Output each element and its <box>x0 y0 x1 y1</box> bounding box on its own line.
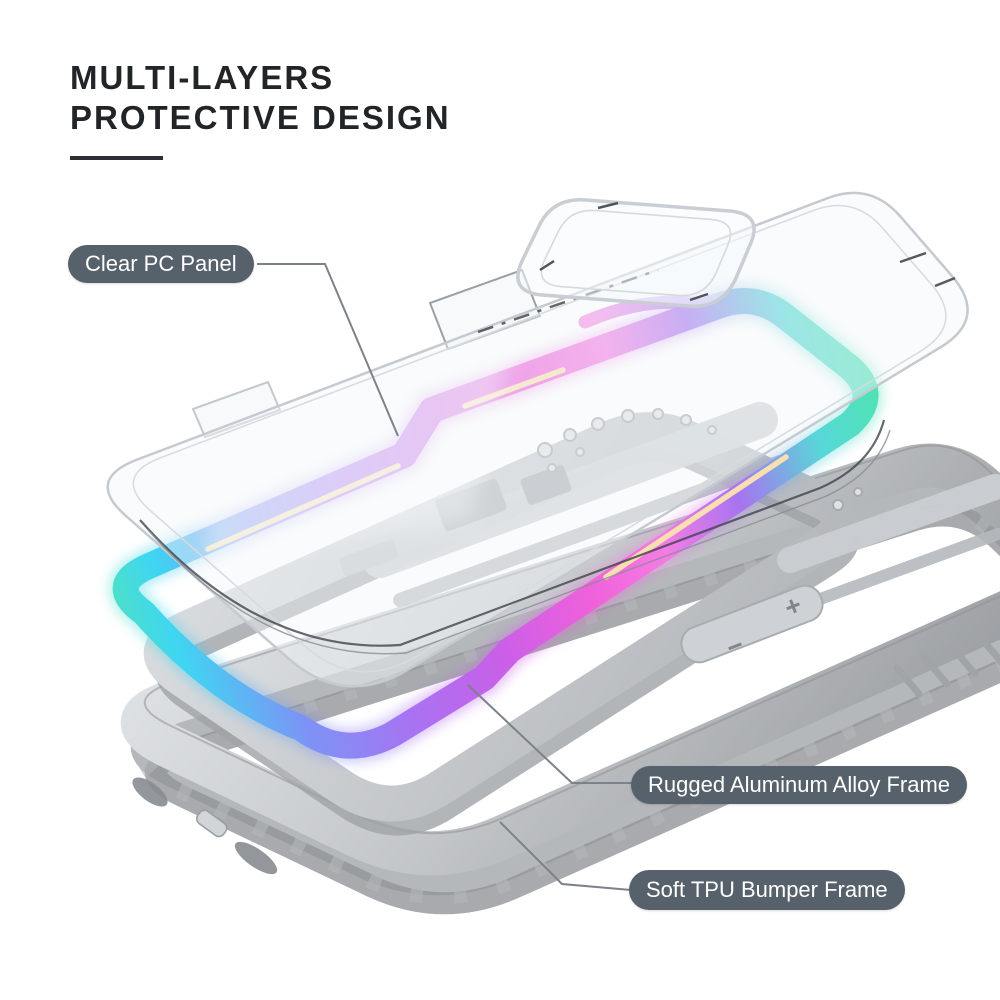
leader-lines <box>257 263 633 891</box>
bumper-top-edge-line <box>143 444 1000 835</box>
inner-frame-perforations <box>537 408 863 511</box>
far-side-rails <box>777 474 1000 608</box>
aluminum-frame-layer <box>108 284 883 763</box>
bumper-grip-texture <box>893 634 1000 698</box>
bumper-ring <box>121 443 1000 876</box>
leader-tpu-bumper <box>499 821 632 891</box>
panel-reflection-dark <box>139 419 886 647</box>
panel-body <box>106 191 969 688</box>
camera-ring <box>516 198 756 308</box>
title-underline <box>70 156 163 160</box>
panel-inner-ridge <box>132 204 947 673</box>
bumper-button-cutout-1 <box>132 777 168 807</box>
callout-tpu-bumper: Soft TPU Bumper Frame <box>629 870 905 910</box>
leader-clear-pc-panel <box>257 263 399 437</box>
inner-frame-layer: + − <box>143 402 1000 836</box>
page-title: MULTI-LAYERS PROTECTIVE DESIGN <box>70 58 451 160</box>
title-line-2: PROTECTIVE DESIGN <box>70 99 451 136</box>
leader-aluminum-frame <box>467 684 633 784</box>
frame-ring <box>112 288 879 759</box>
panel-sheen <box>205 315 520 560</box>
bumper-clip-tab <box>195 809 228 838</box>
panel-reflection-light <box>147 429 891 655</box>
callout-aluminum-frame: Rugged Aluminum Alloy Frame <box>631 766 968 804</box>
inner-frame-ring <box>143 412 859 822</box>
clear-pc-panel-layer <box>106 191 969 688</box>
panel-edge-ticks <box>899 251 956 288</box>
panel-tab-1 <box>191 380 282 439</box>
callout-clear-pc-panel: Clear PC Panel <box>68 245 254 283</box>
bumper-button-cutout-2 <box>234 841 278 875</box>
title-line-1: MULTI-LAYERS <box>70 59 335 96</box>
